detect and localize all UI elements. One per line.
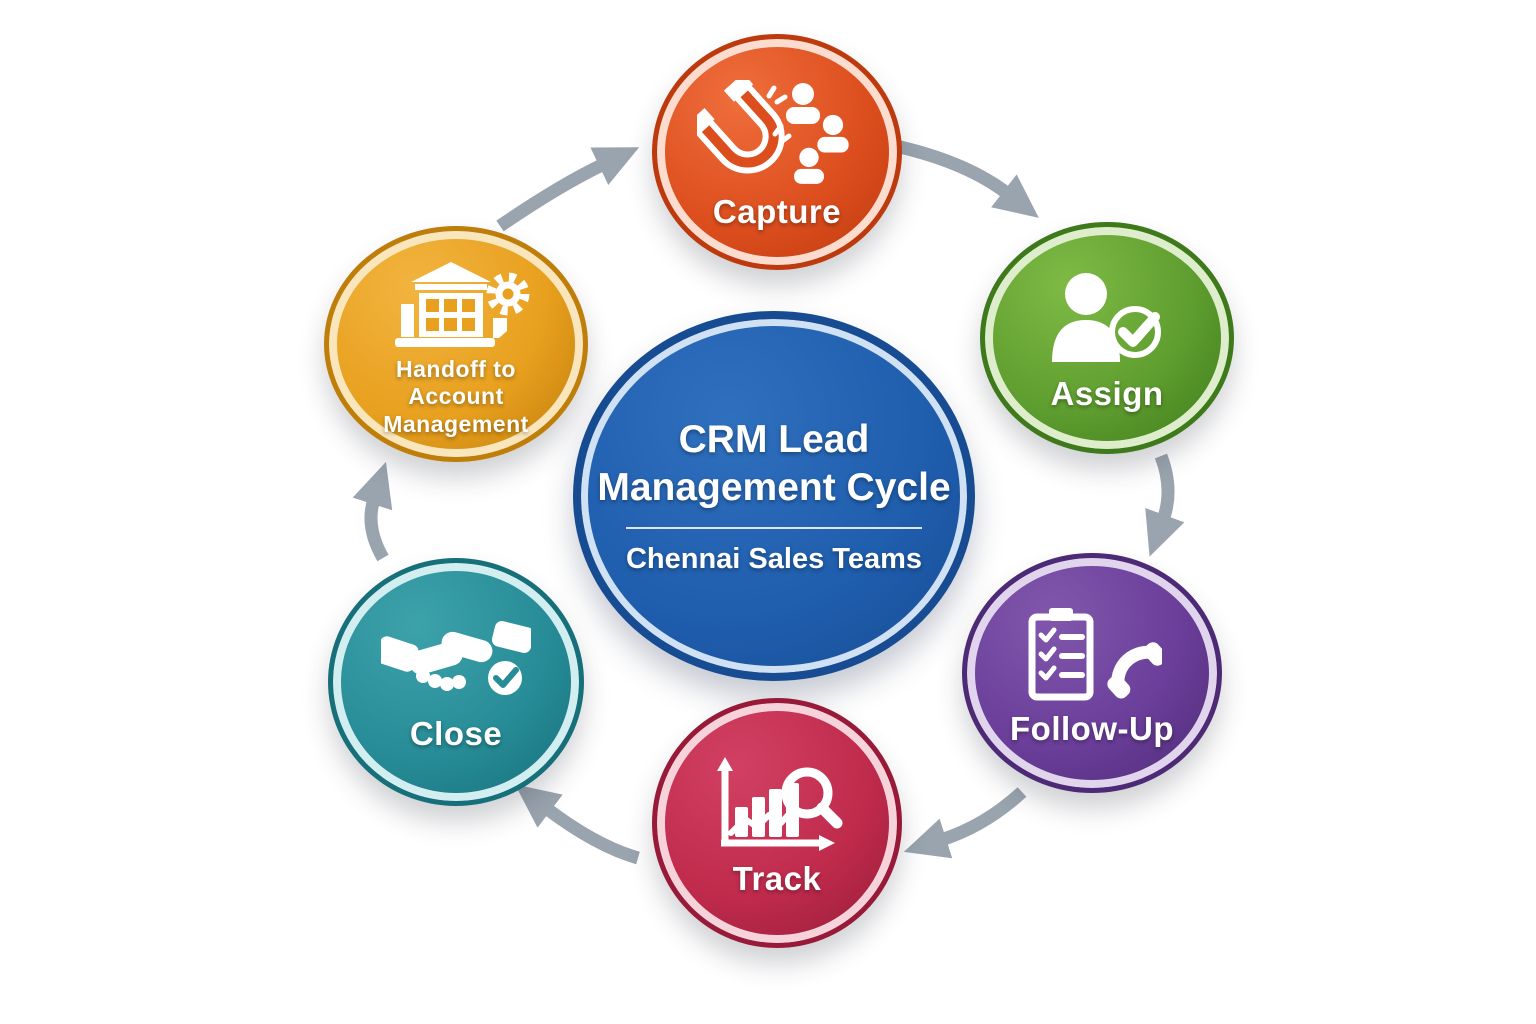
node-close: Close [328, 558, 584, 806]
node-label: Follow-Up [1010, 709, 1174, 747]
arrow-capture-to-assign [898, 140, 1039, 218]
center-circle: CRM Lead Management Cycle Chennai Sales … [573, 311, 975, 681]
node-label: Track [732, 859, 822, 897]
checklist-phone-icon [1028, 607, 1162, 701]
node-track: Track [652, 698, 902, 948]
arrow-handoff-to-capture [496, 147, 640, 232]
node-label: Assign [1050, 374, 1164, 412]
handshake-check-icon [381, 620, 531, 695]
node-follow-up: Follow-Up [962, 553, 1222, 793]
node-handoff: Handoff to Account Management [324, 226, 588, 462]
arrow-assign-to-followup [1145, 453, 1185, 557]
chart-magnifier-icon [717, 756, 843, 851]
node-label: Close [409, 714, 503, 752]
title-line-2: Management Cycle [597, 465, 951, 509]
title-line-1: CRM Lead [678, 417, 870, 461]
magnet-attracting-leads-icon [697, 79, 849, 184]
person-check-icon [1052, 272, 1161, 362]
node-capture: Capture [652, 34, 902, 270]
title-divider [626, 527, 922, 530]
node-label: Capture [712, 192, 842, 230]
node-label: Handoff to Account Management [383, 356, 529, 437]
arrow-close-to-handoff [352, 461, 393, 562]
arrow-track-to-close [514, 784, 640, 865]
diagram-subtitle: Chennai Sales Teams [625, 543, 923, 576]
node-assign: Assign [980, 222, 1234, 454]
diagram-title: CRM Lead Management Cycle [597, 416, 950, 511]
arrow-followup-to-track [903, 787, 1027, 859]
building-gear-icon [395, 262, 530, 348]
